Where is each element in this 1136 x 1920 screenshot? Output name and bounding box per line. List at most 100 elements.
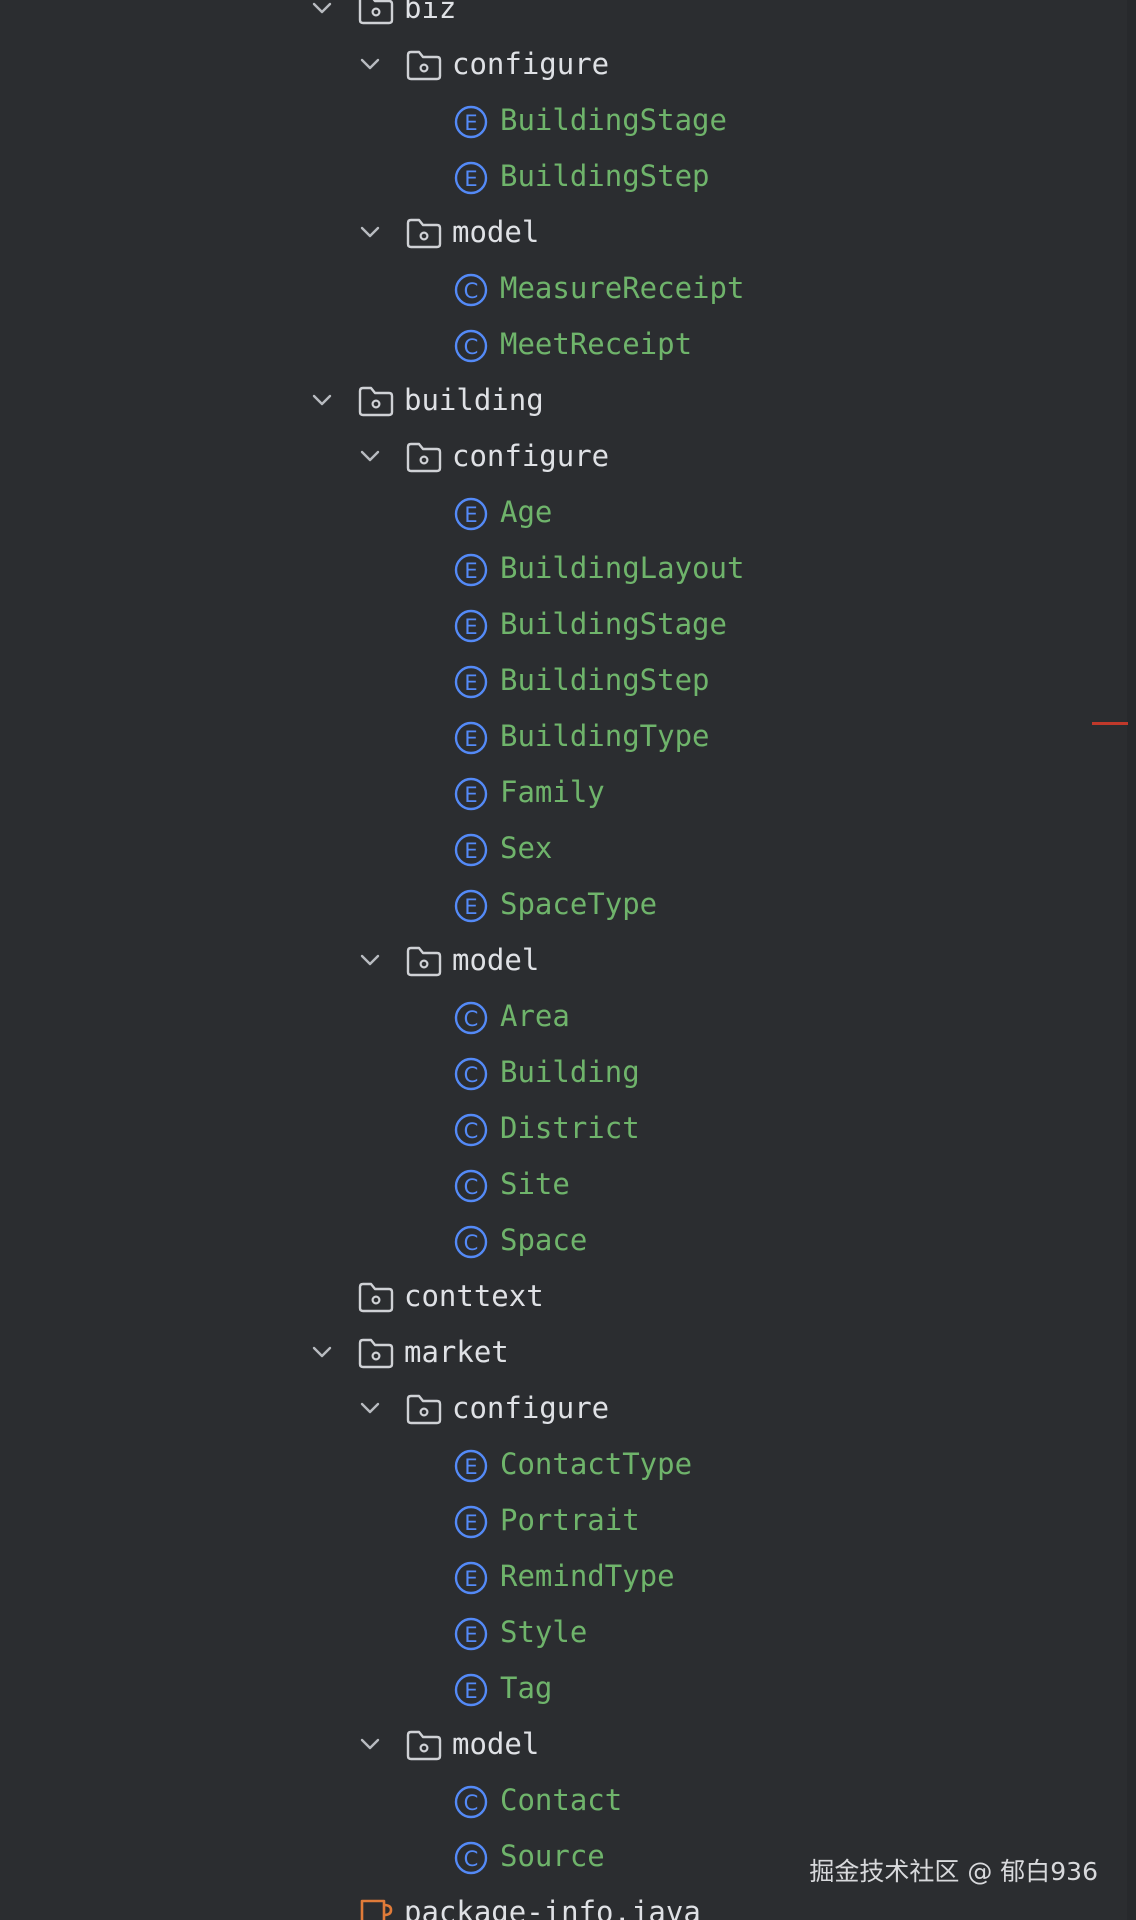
class-icon: C	[453, 329, 491, 363]
chevron-down-icon[interactable]	[308, 386, 336, 414]
enum-icon: E	[453, 497, 491, 531]
folder-package-icon	[357, 1281, 395, 1313]
folder-package-icon	[405, 49, 443, 81]
tree-node-label: market	[404, 1335, 509, 1369]
tree-node-enum[interactable]: E ContactType	[0, 1436, 1100, 1492]
class-icon: C	[453, 1225, 491, 1259]
svg-text:C: C	[464, 1007, 479, 1031]
tree-node-label: building	[404, 383, 544, 417]
chevron-down-icon[interactable]	[356, 1394, 384, 1422]
tree-node-label: Age	[500, 495, 553, 529]
tree-node-class[interactable]: C Space	[0, 1212, 1100, 1268]
tree-node-label: Source	[500, 1839, 605, 1873]
folder-package-icon	[405, 441, 443, 473]
tree-node-label: District	[500, 1111, 640, 1145]
tree-node-label: MeetReceipt	[500, 327, 693, 361]
tree-node-package[interactable]: market	[0, 1324, 1100, 1380]
chevron-down-icon[interactable]	[308, 0, 336, 22]
tree-node-package[interactable]: conttext	[0, 1268, 1100, 1324]
tree-node-enum[interactable]: E Tag	[0, 1660, 1100, 1716]
tree-node-class[interactable]: C MeetReceipt	[0, 316, 1100, 372]
svg-text:E: E	[464, 671, 477, 695]
chevron-down-icon[interactable]	[356, 218, 384, 246]
tree-node-label: configure	[452, 439, 610, 473]
tree-node-java-file[interactable]: package-info.java	[0, 1884, 1100, 1920]
svg-text:E: E	[464, 1455, 477, 1479]
enum-icon: E	[453, 1449, 491, 1483]
tree-node-enum[interactable]: E BuildingStep	[0, 148, 1100, 204]
folder-package-icon	[357, 1337, 395, 1369]
tree-node-label: ContactType	[500, 1447, 693, 1481]
svg-text:C: C	[464, 1791, 479, 1815]
tree-node-enum[interactable]: E BuildingLayout	[0, 540, 1100, 596]
tree-node-package[interactable]: configure	[0, 428, 1100, 484]
chevron-down-icon[interactable]	[356, 946, 384, 974]
enum-icon: E	[453, 1561, 491, 1595]
chevron-down-icon[interactable]	[356, 50, 384, 78]
chevron-down-icon[interactable]	[356, 442, 384, 470]
tree-node-package[interactable]: building	[0, 372, 1100, 428]
svg-text:E: E	[464, 615, 477, 639]
tree-node-class[interactable]: C District	[0, 1100, 1100, 1156]
tree-node-package[interactable]: configure	[0, 1380, 1100, 1436]
java-file-icon	[357, 1897, 395, 1920]
tree-node-package[interactable]: biz	[0, 0, 1100, 36]
tree-node-class[interactable]: C Area	[0, 988, 1100, 1044]
svg-text:E: E	[464, 1511, 477, 1535]
enum-icon: E	[453, 833, 491, 867]
svg-text:C: C	[464, 1231, 479, 1255]
chevron-down-icon[interactable]	[356, 1730, 384, 1758]
tree-node-label: Area	[500, 999, 570, 1033]
tree-node-label: Space	[500, 1223, 588, 1257]
svg-text:E: E	[464, 167, 477, 191]
class-icon: C	[453, 1057, 491, 1091]
tree-node-label: BuildingStage	[500, 103, 727, 137]
tree-node-label: Family	[500, 775, 605, 809]
enum-icon: E	[453, 1673, 491, 1707]
tree-node-package[interactable]: model	[0, 204, 1100, 260]
svg-text:E: E	[464, 839, 477, 863]
tree-node-label: model	[452, 943, 540, 977]
svg-text:C: C	[464, 1119, 479, 1143]
tree-node-enum[interactable]: E BuildingStage	[0, 596, 1100, 652]
tree-node-enum[interactable]: E Age	[0, 484, 1100, 540]
enum-icon: E	[453, 553, 491, 587]
error-marker	[1092, 722, 1128, 725]
tree-node-label: conttext	[404, 1279, 544, 1313]
enum-icon: E	[453, 665, 491, 699]
tree-node-label: BuildingLayout	[500, 551, 745, 585]
svg-text:C: C	[464, 1175, 479, 1199]
tree-node-label: model	[452, 215, 540, 249]
tree-node-label: BuildingStep	[500, 159, 710, 193]
svg-text:E: E	[464, 111, 477, 135]
watermark-text: 掘金技术社区 @ 郁白936	[809, 1857, 1098, 1886]
tree-node-label: BuildingStage	[500, 607, 727, 641]
tree-node-package[interactable]: configure	[0, 36, 1100, 92]
svg-text:E: E	[464, 1679, 477, 1703]
tree-node-label: Tag	[500, 1671, 553, 1705]
folder-package-icon	[405, 945, 443, 977]
tree-node-label: configure	[452, 47, 610, 81]
tree-node-package[interactable]: model	[0, 932, 1100, 988]
enum-icon: E	[453, 1617, 491, 1651]
chevron-down-icon[interactable]	[308, 1338, 336, 1366]
tree-node-label: MeasureReceipt	[500, 271, 745, 305]
tree-node-enum[interactable]: E BuildingStage	[0, 92, 1100, 148]
svg-text:E: E	[464, 559, 477, 583]
tree-node-package[interactable]: model	[0, 1716, 1100, 1772]
